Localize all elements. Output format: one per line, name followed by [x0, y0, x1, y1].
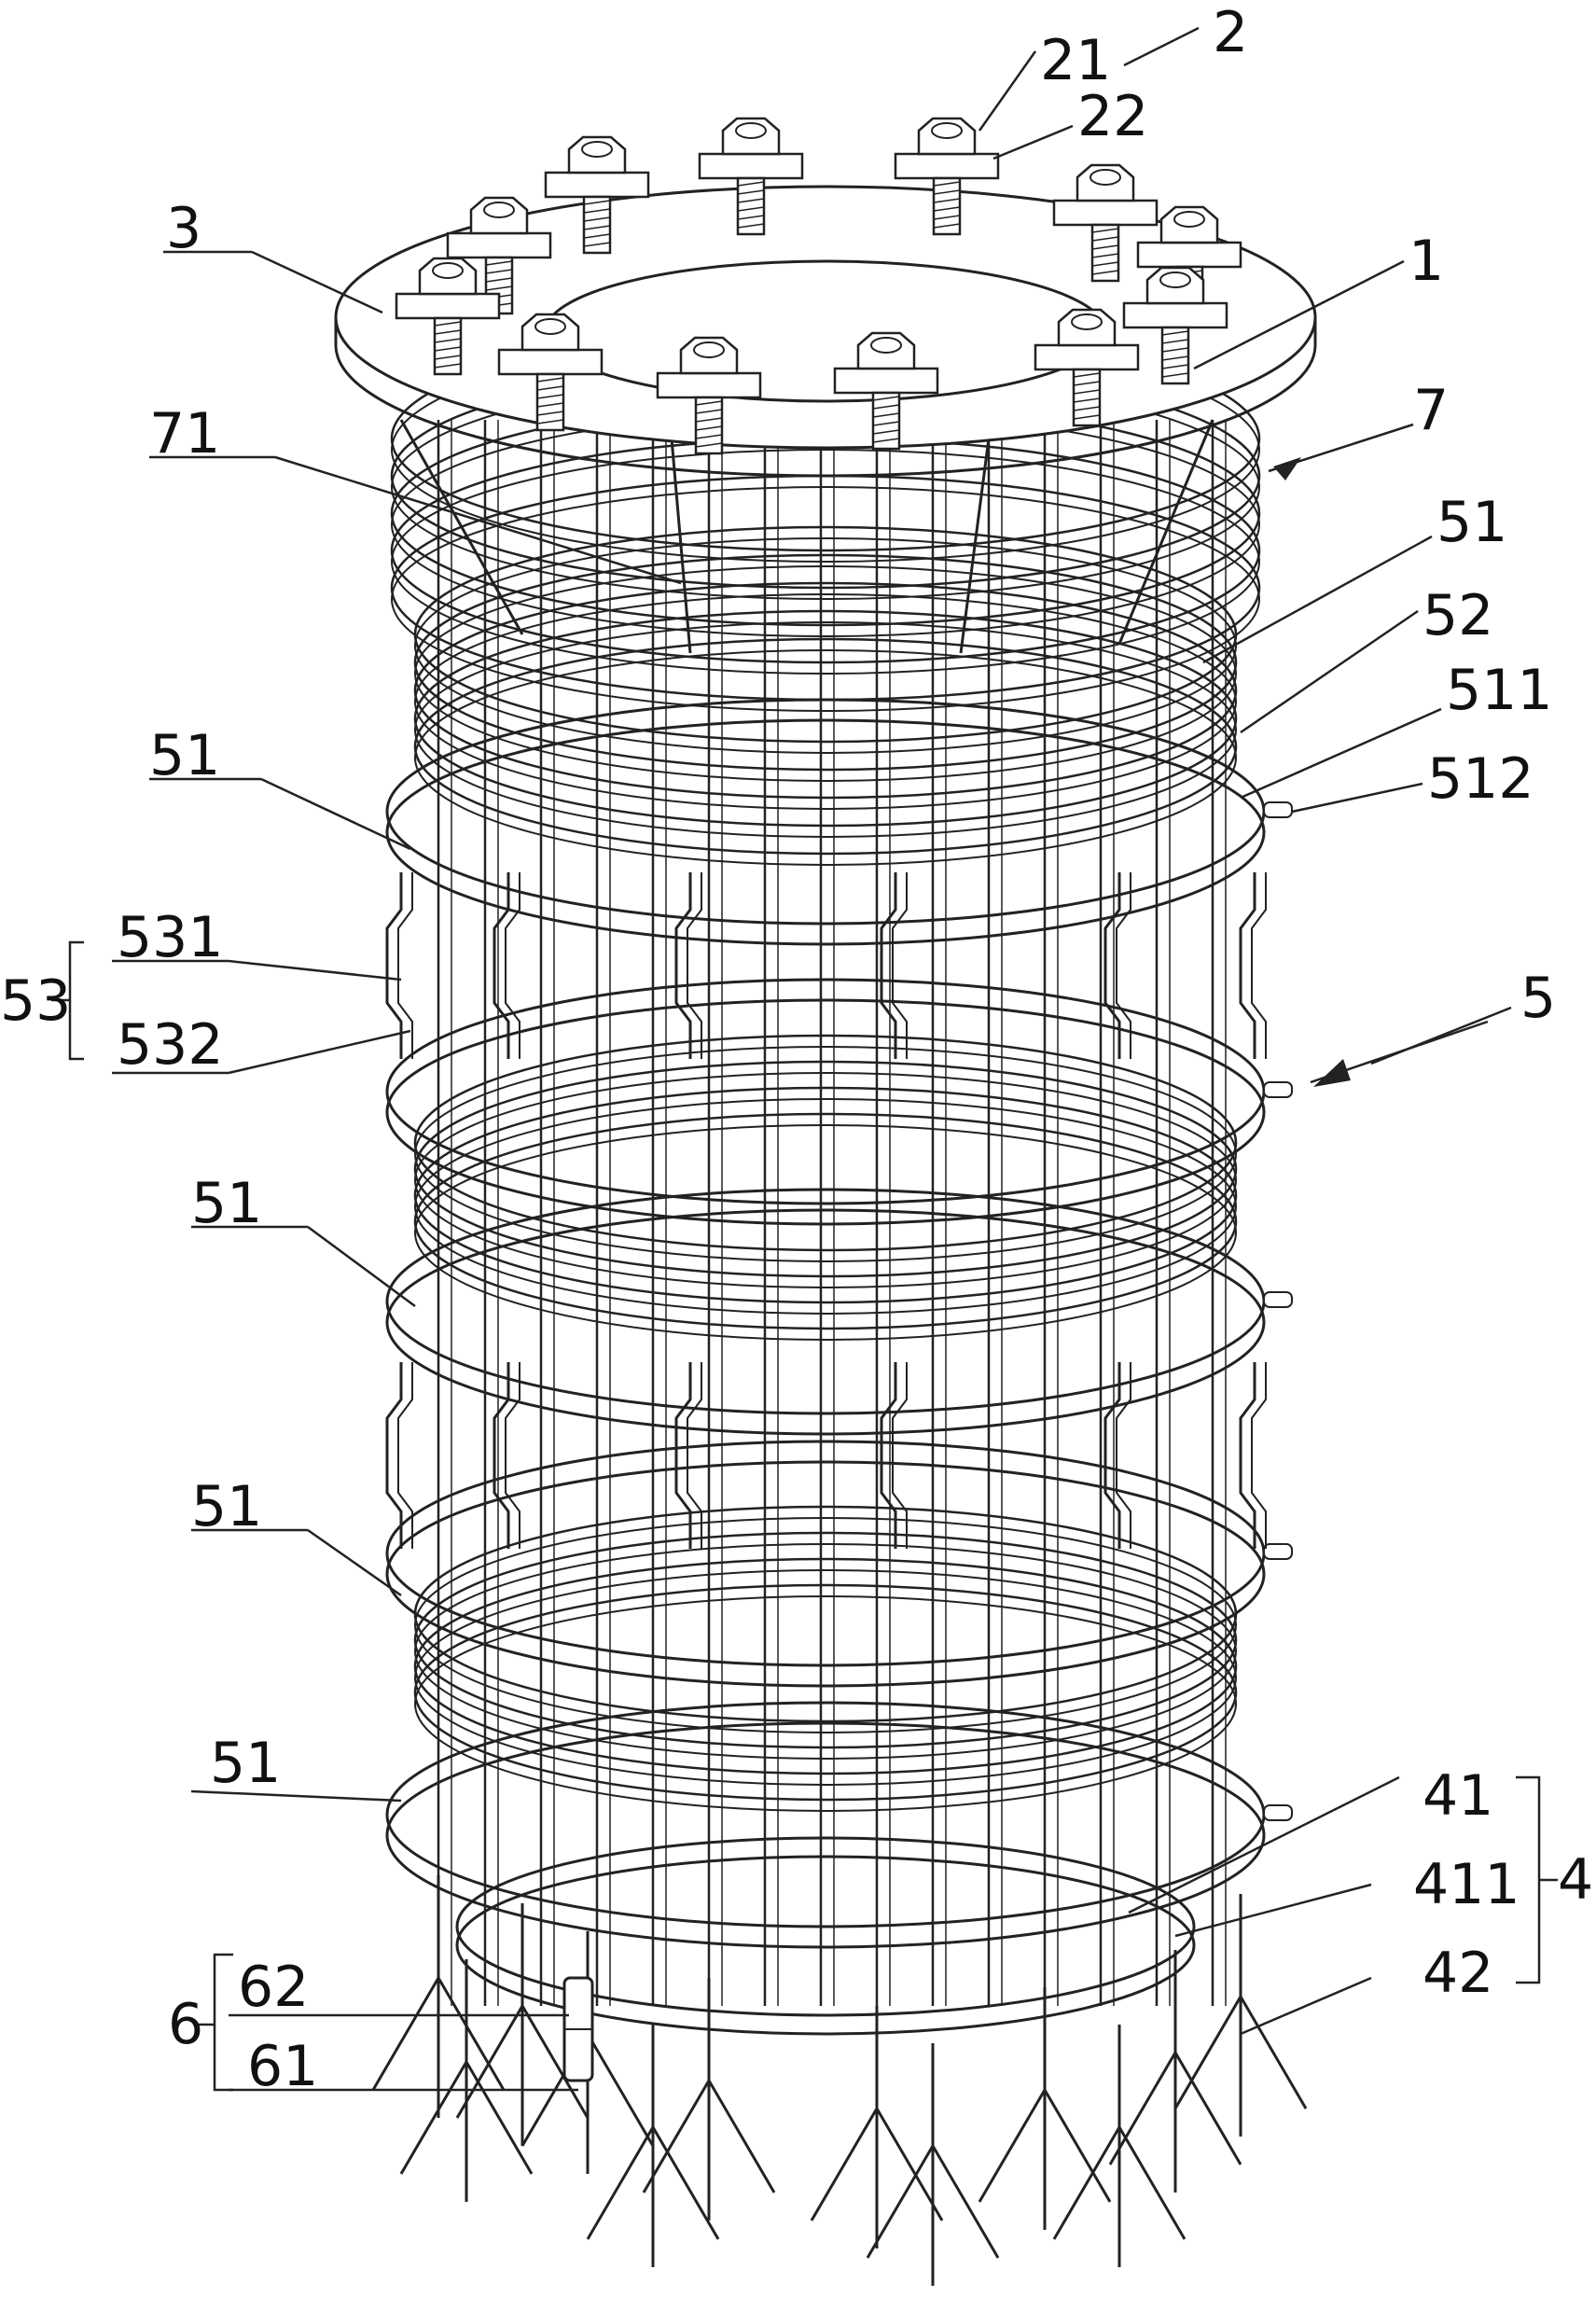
bolt-washer-plate [1138, 243, 1241, 267]
label-42: 42 [1423, 1941, 1493, 2006]
bolt-washer-plate [1035, 345, 1138, 369]
anchor-foot-leg [1175, 2053, 1241, 2165]
spiral-coil [415, 1533, 1236, 1747]
label-6: 6 [168, 1992, 203, 2057]
label-62: 62 [238, 1955, 309, 2020]
arrow-head-5 [1313, 1059, 1351, 1087]
hoop-stub [1264, 1805, 1292, 1820]
spiral-coil-edge [415, 1544, 1236, 1759]
label-22: 22 [1077, 84, 1148, 149]
bolt-washer-plate [658, 373, 760, 397]
anchor-foot-leg [1175, 1997, 1241, 2109]
anchor-foot-leg [401, 2062, 466, 2174]
anchor-foot-leg [979, 2090, 1045, 2202]
spiral-coil [415, 1114, 1236, 1329]
bolt-washer-plate [1054, 201, 1157, 225]
spiral-coil-edge [415, 1073, 1236, 1288]
anchor-foot-leg [588, 2034, 653, 2146]
label-531: 531 [117, 905, 224, 970]
label-41: 41 [1423, 1763, 1493, 1829]
label-52: 52 [1423, 583, 1493, 648]
label-7: 7 [1413, 378, 1449, 443]
anchor-foot-leg [1054, 2127, 1119, 2239]
label-532: 532 [117, 1012, 224, 1078]
hoop-stub [1264, 1544, 1292, 1559]
anchor-foot-leg [438, 1978, 504, 2090]
bolt-washer-plate [448, 233, 550, 258]
label-51-fourth: 51 [191, 1474, 262, 1539]
hoop-stub [1264, 802, 1292, 817]
label-2: 2 [1213, 0, 1248, 65]
label-3: 3 [166, 196, 201, 261]
label-4: 4 [1558, 1847, 1593, 1913]
main-hoop-lower-edge [387, 1723, 1264, 1947]
spiral-coil-edge [415, 1099, 1236, 1314]
hoop-stub [1264, 1082, 1292, 1097]
label-51-fifth: 51 [210, 1731, 281, 1796]
label-51-second: 51 [149, 723, 220, 788]
bolt-washer-plate [895, 154, 998, 178]
label-511: 511 [1446, 658, 1553, 723]
spiral-coil-edge [415, 1125, 1236, 1340]
anchor-foot-leg [709, 2081, 774, 2193]
label-1: 1 [1409, 229, 1444, 294]
spiral-coil [415, 1507, 1236, 1721]
hoop-stub [1264, 1292, 1292, 1307]
anchor-foot-leg [812, 2109, 877, 2220]
label-53: 53 [0, 968, 71, 1034]
bolt-washer-plate [396, 294, 499, 318]
arrow-head-7 [1273, 457, 1301, 480]
anchor-foot-leg [933, 2146, 998, 2258]
anchor-foot-leg [1045, 2090, 1110, 2202]
spiral-coil-edge [415, 622, 1236, 837]
anchor-foot-leg [1241, 1997, 1306, 2109]
main-hoop-lower-edge [387, 1462, 1264, 1686]
label-51-top: 51 [1436, 490, 1507, 555]
bolt-washer-plate [700, 154, 802, 178]
spiral-coil [415, 583, 1236, 798]
label-51-third: 51 [191, 1171, 262, 1236]
label-71: 71 [149, 401, 220, 466]
bolt-washer-plate [499, 350, 602, 374]
label-512: 512 [1427, 746, 1534, 812]
spiral-coil-edge [415, 1570, 1236, 1785]
label-411: 411 [1413, 1852, 1520, 1917]
bolt-washer-plate [546, 173, 648, 197]
bolt-washer-plate [835, 369, 937, 393]
main-hoop [387, 980, 1264, 1204]
reinforcement-cage-structure [373, 327, 1306, 2286]
spiral-coil-edge [415, 594, 1236, 809]
spiral-coil [415, 611, 1236, 826]
spiral-coil-edge [415, 1518, 1236, 1733]
spiral-coil [415, 1585, 1236, 1800]
main-hoop [387, 1703, 1264, 1927]
anchor-foot-leg [588, 2127, 653, 2239]
label-5: 5 [1520, 966, 1556, 1031]
spiral-coil [415, 1062, 1236, 1276]
spiral-coil [415, 1088, 1236, 1302]
bolt-washer-plate [1124, 303, 1227, 327]
spiral-coil-edge [415, 1047, 1236, 1261]
label-61: 61 [247, 2034, 318, 2099]
anchor-foot-leg [373, 1978, 438, 2090]
